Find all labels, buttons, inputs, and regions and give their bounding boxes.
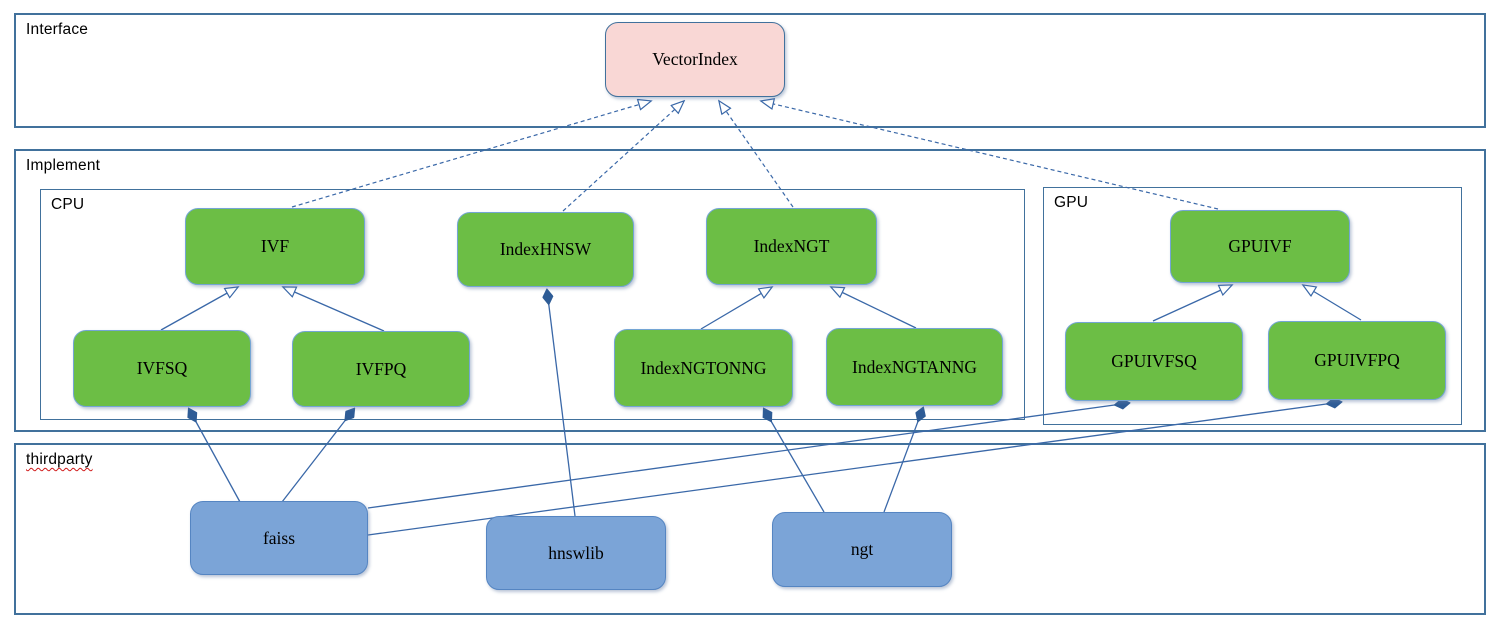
node-gpuivf[interactable]: GPUIVF (1170, 210, 1350, 283)
node-indexngt[interactable]: IndexNGT (706, 208, 877, 285)
node-ivfpq[interactable]: IVFPQ (292, 331, 470, 407)
node-ivfsq[interactable]: IVFSQ (73, 330, 251, 407)
thirdparty-section-label: thirdparty (26, 451, 93, 468)
node-gpuivfsq[interactable]: GPUIVFSQ (1065, 322, 1243, 401)
node-vectorindex[interactable]: VectorIndex (605, 22, 785, 97)
node-ivf[interactable]: IVF (185, 208, 365, 285)
node-faiss[interactable]: faiss (190, 501, 368, 575)
node-hnswlib[interactable]: hnswlib (486, 516, 666, 590)
gpu-group-label: GPU (1054, 194, 1089, 211)
node-gpuivfpq[interactable]: GPUIVFPQ (1268, 321, 1446, 400)
node-ngt[interactable]: ngt (772, 512, 952, 587)
node-indexngtonng[interactable]: IndexNGTONNG (614, 329, 793, 407)
cpu-group-label: CPU (51, 196, 85, 213)
implement-section-label: Implement (26, 157, 101, 174)
node-indexhnsw[interactable]: IndexHNSW (457, 212, 634, 287)
interface-section-label: Interface (26, 21, 89, 38)
node-indexngtanng[interactable]: IndexNGTANNG (826, 328, 1003, 406)
